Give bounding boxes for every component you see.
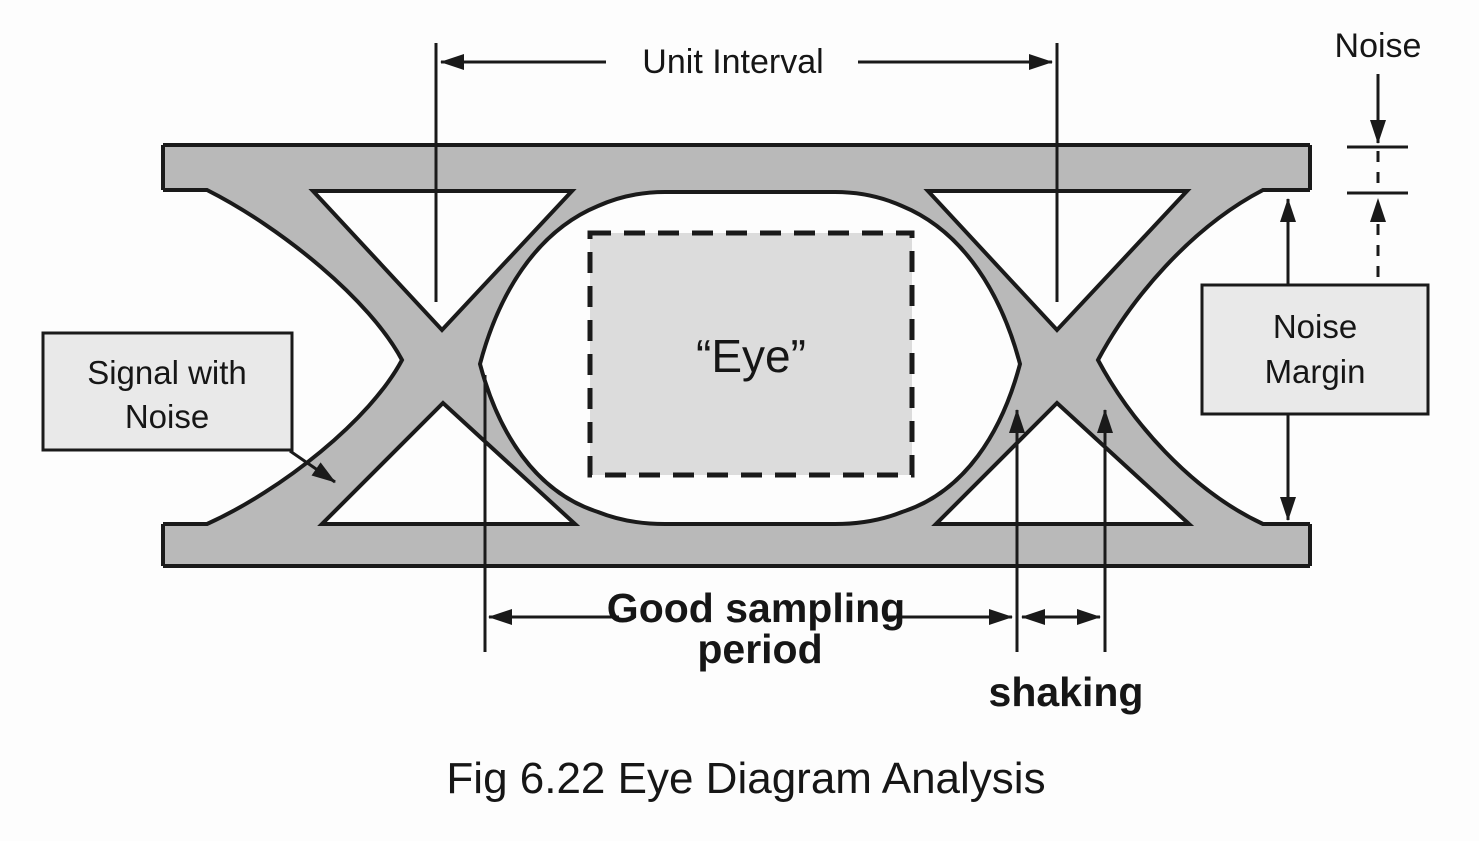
good-sampling-label-line1: Good sampling (607, 585, 905, 631)
shaking-measure: shaking (989, 409, 1144, 715)
noise-label: Noise (1335, 27, 1422, 65)
signal-with-noise-arrow (289, 449, 336, 484)
unit-interval-measure: Unit Interval (434, 43, 1059, 302)
top-left-notch (308, 189, 577, 333)
signal-with-noise-box (41, 331, 294, 452)
good-sampling-label-line2: period (697, 626, 822, 672)
unit-interval-label: Unit Interval (642, 43, 823, 81)
noise-margin-label-line2: Margin (1265, 353, 1366, 390)
bottom-right-notch (931, 400, 1195, 526)
shaking-label: shaking (989, 669, 1144, 715)
eye-label: “Eye” (696, 330, 806, 382)
signal-with-noise-label-line2: Noise (125, 398, 209, 435)
bottom-left-notch (317, 400, 581, 526)
noise-margin-measure: Noise Margin (1200, 198, 1430, 521)
signal-with-noise-label-line1: Signal with (87, 354, 247, 391)
noise-measure: Noise (1335, 27, 1422, 277)
noise-margin-label-line1: Noise (1273, 308, 1357, 345)
signal-with-noise-callout: Signal with Noise (41, 331, 336, 484)
eye-dashed-box (587, 230, 915, 478)
good-sampling-measure: Good sampling period (483, 375, 1013, 672)
eye-region: “Eye” (587, 230, 915, 478)
figure-caption: Fig 6.22 Eye Diagram Analysis (446, 754, 1045, 803)
noise-margin-box (1200, 283, 1430, 416)
